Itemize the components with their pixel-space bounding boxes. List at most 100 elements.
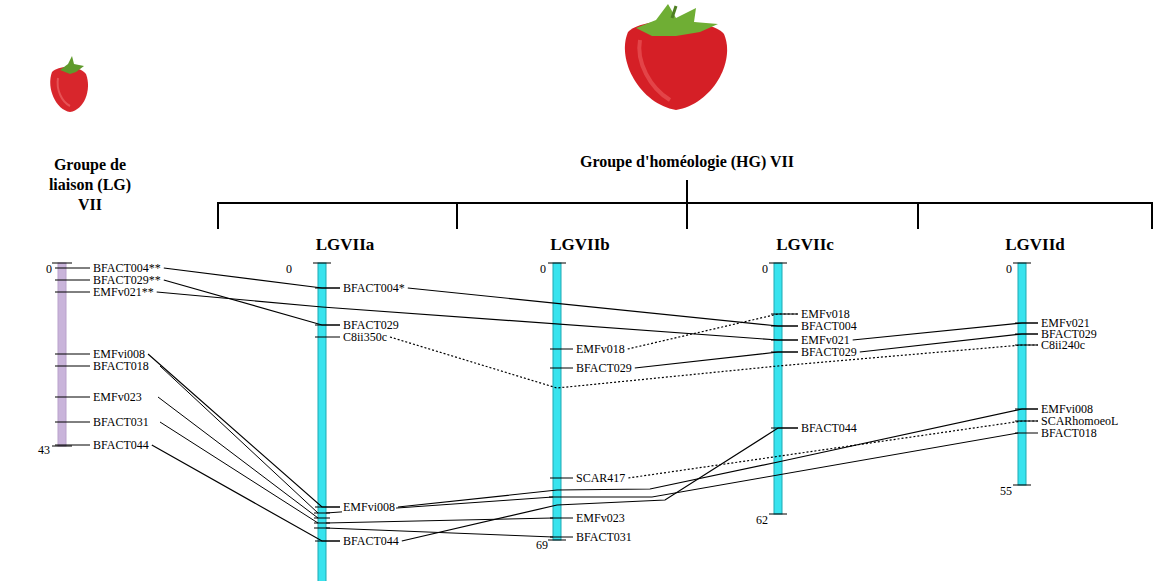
marker-name: EMFv023 bbox=[93, 390, 142, 404]
marker-name: EMFvi008 bbox=[1041, 402, 1093, 416]
marker-name: BFACT018 bbox=[93, 359, 149, 373]
marker-label: BFACT029 bbox=[575, 362, 633, 374]
homology-link bbox=[390, 337, 1038, 388]
marker-name: BFACT029 bbox=[576, 361, 632, 375]
homology-link bbox=[402, 428, 798, 541]
marker-name: BFACT031 bbox=[93, 415, 149, 429]
marker-name: BFACT029 bbox=[343, 318, 399, 332]
marker-name: BFACT029 bbox=[801, 345, 857, 359]
marker-tick bbox=[55, 366, 90, 367]
homology-link bbox=[152, 445, 340, 541]
marker-name: SCARhomoeoL bbox=[1041, 414, 1118, 428]
marker-label: EMFv018 bbox=[575, 343, 626, 355]
marker-label: EMFv021** bbox=[92, 286, 155, 298]
marker-tick bbox=[315, 337, 340, 338]
marker-label: C8ii350c bbox=[342, 331, 388, 343]
group-bracket bbox=[218, 180, 1152, 229]
unlabelled-links bbox=[158, 366, 1018, 537]
marker-tick bbox=[1015, 345, 1038, 346]
marker-name: EMFv018 bbox=[801, 307, 850, 321]
marker-label: SCARhomoeoL bbox=[1040, 415, 1119, 427]
group-heading: Groupe d'homéologie (HG) VII bbox=[580, 152, 794, 172]
homology-link bbox=[860, 334, 1038, 352]
position-cm: 62 bbox=[756, 514, 768, 526]
homology-link bbox=[635, 352, 798, 368]
marker-label: EMFvi008 bbox=[342, 501, 396, 513]
position-cm: 0 bbox=[540, 263, 546, 275]
marker-tick bbox=[1015, 433, 1038, 434]
marker-tick bbox=[550, 537, 573, 538]
marker-label: EMFvi008 bbox=[1040, 403, 1094, 415]
position-cm: 43 bbox=[38, 444, 50, 456]
marker-label: BFACT018 bbox=[1040, 427, 1098, 439]
marker-label: BFACT031 bbox=[575, 531, 633, 543]
linkage-group-name: LGVIId bbox=[1005, 235, 1065, 255]
marker-name: BFACT004* bbox=[343, 281, 405, 295]
homology-link bbox=[628, 421, 1038, 478]
marker-label: BFACT044 bbox=[800, 422, 858, 434]
marker-name: BFACT018 bbox=[1041, 426, 1097, 440]
marker-name: BFACT044 bbox=[801, 421, 857, 435]
chromosome-bars bbox=[58, 263, 1026, 581]
bar-caps bbox=[52, 263, 1031, 581]
position-cm: 0 bbox=[286, 263, 292, 275]
homology-link bbox=[398, 409, 1038, 507]
marker-tick bbox=[55, 292, 90, 293]
position-cm: 0 bbox=[46, 263, 52, 275]
marker-label: BFACT004** bbox=[92, 262, 162, 274]
homology-link bbox=[164, 280, 340, 325]
marker-label: BFACT044 bbox=[92, 439, 150, 451]
marker-label: EMFvi008 bbox=[92, 348, 146, 360]
marker-name: SCAR417 bbox=[576, 471, 625, 485]
marker-label: BFACT029 bbox=[800, 346, 858, 358]
marker-label: SCAR417 bbox=[575, 472, 626, 484]
marker-name: EMFv023 bbox=[576, 511, 625, 525]
marker-label: BFACT044 bbox=[342, 535, 400, 547]
marker-label: C8ii240c bbox=[1040, 339, 1086, 351]
marker-name: BFACT031 bbox=[576, 530, 632, 544]
marker-tick bbox=[55, 268, 90, 269]
marker-label: BFACT031 bbox=[92, 416, 150, 428]
linkage-group-name: LGVIIb bbox=[550, 235, 610, 255]
marker-tick bbox=[550, 478, 573, 479]
marker-label: BFACT029 bbox=[342, 319, 400, 331]
strawberry-small bbox=[50, 56, 88, 112]
marker-name: BFACT029** bbox=[93, 273, 161, 287]
position-cm: 0 bbox=[1006, 263, 1012, 275]
marker-tick bbox=[55, 422, 90, 423]
marker-name: BFACT044 bbox=[93, 438, 149, 452]
marker-tick bbox=[550, 518, 573, 519]
strawberry-large bbox=[625, 4, 727, 110]
marker-name: C8ii240c bbox=[1041, 338, 1085, 352]
marker-name: BFACT044 bbox=[343, 534, 399, 548]
position-cm: 55 bbox=[1000, 485, 1012, 497]
marker-name: EMFv021** bbox=[93, 285, 154, 299]
marker-label: EMFv021 bbox=[800, 334, 851, 346]
marker-name: BFACT004** bbox=[93, 261, 161, 275]
marker-tick bbox=[55, 280, 90, 281]
marker-label: EMFv023 bbox=[575, 512, 626, 524]
marker-name: EMFvi008 bbox=[93, 347, 145, 361]
group-heading: Groupe de liaison (LG) VII bbox=[38, 155, 142, 215]
marker-name: EMFvi008 bbox=[343, 500, 395, 514]
homology-link bbox=[157, 292, 798, 340]
marker-label: EMFv023 bbox=[92, 391, 143, 403]
marker-name: EMFv018 bbox=[576, 342, 625, 356]
marker-tick bbox=[55, 397, 90, 398]
homology-link bbox=[628, 314, 798, 349]
homology-link bbox=[408, 288, 798, 326]
marker-tick bbox=[55, 445, 90, 446]
position-cm: 0 bbox=[762, 263, 768, 275]
homology-link bbox=[164, 268, 340, 288]
position-cm: 69 bbox=[536, 539, 548, 551]
marker-label: EMFv018 bbox=[800, 308, 851, 320]
marker-tick bbox=[55, 354, 90, 355]
linkage-group-name: LGVIIa bbox=[316, 235, 375, 255]
marker-name: EMFv021 bbox=[801, 333, 850, 347]
marker-name: BFACT004 bbox=[801, 319, 857, 333]
marker-tick bbox=[550, 368, 573, 369]
marker-name: C8ii350c bbox=[343, 330, 387, 344]
